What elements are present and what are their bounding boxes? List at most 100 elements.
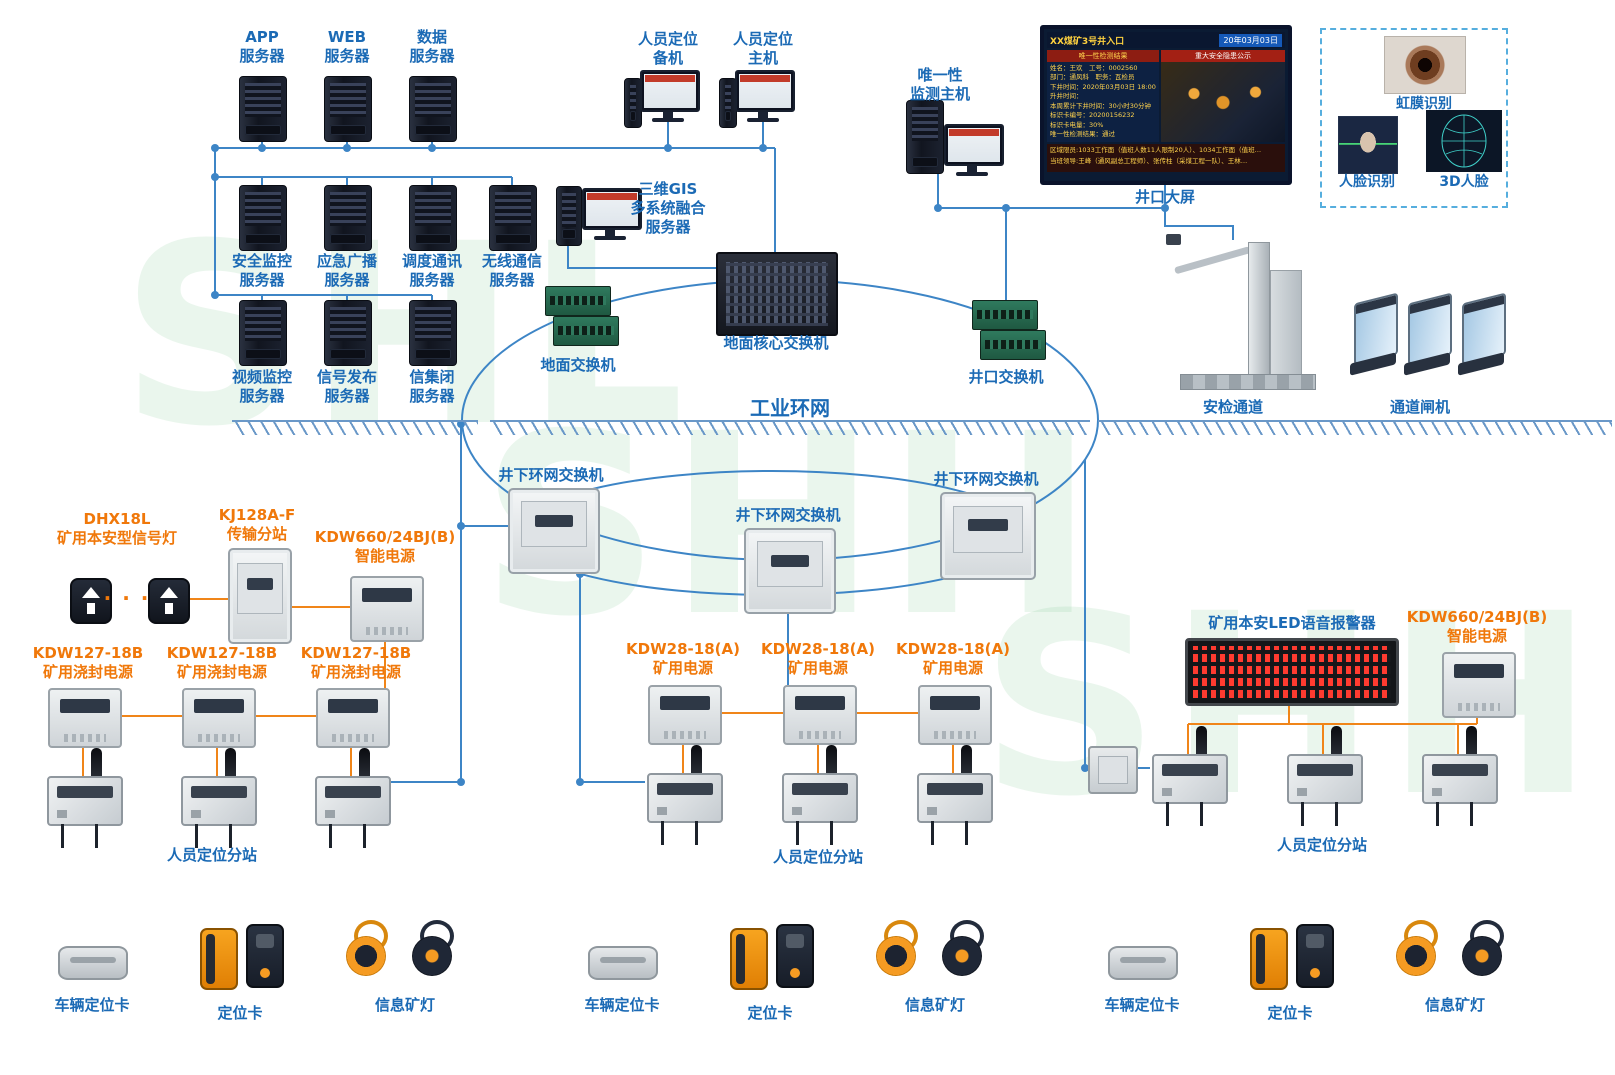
label-main-host: 人员定位 主机	[732, 30, 794, 67]
probe	[796, 821, 799, 845]
label-info-lamp: 信息矿灯	[1424, 996, 1486, 1014]
positioning-card-dark	[1296, 924, 1334, 988]
antenna	[91, 748, 102, 780]
antenna	[691, 745, 702, 777]
lamp-head	[942, 936, 982, 976]
lamp-strap	[420, 920, 454, 952]
screen-header: XX煤矿3号井入口 20年03月03日	[1047, 32, 1285, 48]
lamp-strap	[354, 920, 388, 952]
monitor-base	[594, 236, 626, 240]
info-mine-lamp	[1454, 920, 1512, 986]
label-safety-server: 安全监控 服务器	[231, 252, 293, 289]
sealed-power-box	[182, 688, 256, 748]
video-server-tower	[239, 300, 287, 366]
info-mine-lamp	[868, 920, 926, 986]
dispatch-server-tower	[409, 185, 457, 251]
label-positioning-substation: 人员定位分站	[1276, 836, 1368, 854]
label-vehicle-tag: 车辆定位卡	[1104, 996, 1180, 1014]
scanner-cabinet	[1270, 270, 1302, 376]
lamp-strap	[1470, 920, 1504, 952]
lamp-head	[876, 936, 916, 976]
positioning-substation	[1150, 726, 1228, 826]
probe	[95, 824, 98, 848]
screen-info-panel: 唯一性检测结果 姓名：王欢 工号：0002560 部门：通风科 职务：瓦检员 下…	[1047, 50, 1159, 142]
positioning-substation	[1420, 726, 1498, 826]
scanner-base	[1180, 374, 1316, 390]
ticker-line-1: 区域限员:1033工作面（值班人数11人限制20人）、1034工作面（值班…	[1050, 146, 1262, 154]
monitor-base	[956, 172, 988, 176]
probe	[695, 821, 698, 845]
turnstile-gates	[1350, 292, 1512, 384]
substation-body	[1422, 754, 1498, 804]
probe	[1436, 802, 1439, 826]
face-recognition-image	[1338, 116, 1398, 174]
label-ground-switch: 地面交换机	[540, 356, 616, 374]
substation-body	[782, 773, 858, 823]
ticker-line-2: 当班领导:王峰（通风副总工程师）、张传柱（采煤工程一队）、王林…	[1050, 156, 1248, 165]
screen-title: XX煤矿3号井入口	[1050, 36, 1125, 47]
label-signal-light: DHX18L 矿用本安型信号灯	[56, 510, 178, 547]
probe	[61, 824, 64, 848]
label-mine-power: KDW28-18(A) 矿用电源	[761, 640, 875, 677]
underground-switch-box	[744, 528, 836, 614]
lamp-head	[412, 936, 452, 976]
label-uniqueness-host: 唯一性 监测主机	[909, 66, 971, 103]
label-app-server: APP 服务器	[239, 28, 285, 65]
label-gis-server: 三维GIS 多系统融合 服务器	[630, 180, 706, 236]
wellhead-switch-unit	[972, 300, 1038, 330]
app-server-tower	[239, 76, 287, 142]
screen-date: 20年03月03日	[1219, 33, 1282, 47]
led-voice-alarm	[1185, 638, 1399, 706]
monitor-stand	[605, 230, 615, 236]
substation-body	[1287, 754, 1363, 804]
lamp-strap	[1404, 920, 1438, 952]
substation-body	[47, 776, 123, 826]
label-mine-power: KDW28-18(A) 矿用电源	[626, 640, 740, 677]
screen-info-title: 唯一性检测结果	[1047, 50, 1159, 62]
lamp-strap	[884, 920, 918, 952]
screen-ticker: 区域限员:1033工作面（值班人数11人限制20人）、1034工作面（值班… 当…	[1047, 144, 1285, 172]
screen-photo-title: 重大安全隐患公示	[1161, 50, 1285, 62]
positioning-substation	[780, 745, 858, 845]
security-scanner	[1166, 234, 1318, 394]
label-signal-server: 信号发布 服务器	[316, 368, 378, 405]
antenna	[1466, 726, 1477, 758]
antenna	[1331, 726, 1342, 758]
monitor-stand	[758, 112, 768, 118]
ground-line	[232, 420, 478, 435]
probe	[195, 824, 198, 848]
probe	[1200, 802, 1203, 826]
label-info-lamp: 信息矿灯	[904, 996, 966, 1014]
label-core-switch: 地面核心交换机	[723, 334, 829, 352]
positioning-card-orange	[200, 928, 238, 990]
underground-switch-box	[940, 492, 1036, 580]
label-underground-switch: 井下环网交换机	[933, 470, 1039, 488]
screen-photo: 重大安全隐患公示	[1161, 50, 1285, 142]
signal-light	[70, 578, 112, 624]
label-info-lamp: 信息矿灯	[374, 996, 436, 1014]
sealed-power-box	[48, 688, 122, 748]
lamp-strap	[950, 920, 984, 952]
scanner-arm	[1174, 246, 1251, 275]
vehicle-tag	[588, 946, 658, 980]
orange-wires	[82, 598, 1478, 776]
substation-body	[917, 773, 993, 823]
label-smart-power: KDW660/24BJ(B) 智能电源	[314, 528, 456, 565]
mine-power-box	[783, 685, 857, 745]
substation-body	[315, 776, 391, 826]
positioning-substation	[1285, 726, 1363, 826]
lamp-head	[1462, 936, 1502, 976]
main-host-monitor	[735, 70, 795, 122]
positioning-substation	[645, 745, 723, 845]
label-positioning-card: 定位卡	[1267, 1004, 1313, 1022]
face-3d-image	[1426, 110, 1502, 172]
backup-host-monitor	[640, 70, 700, 122]
positioning-card-orange	[730, 928, 768, 990]
smart-power-box	[1442, 652, 1516, 718]
scanner-pillar	[1248, 242, 1270, 376]
label-positioning-card: 定位卡	[747, 1004, 793, 1022]
positioning-card-dark	[246, 924, 284, 988]
signal-server-tower	[324, 300, 372, 366]
monitor-base	[747, 118, 779, 122]
vehicle-tag	[58, 946, 128, 980]
